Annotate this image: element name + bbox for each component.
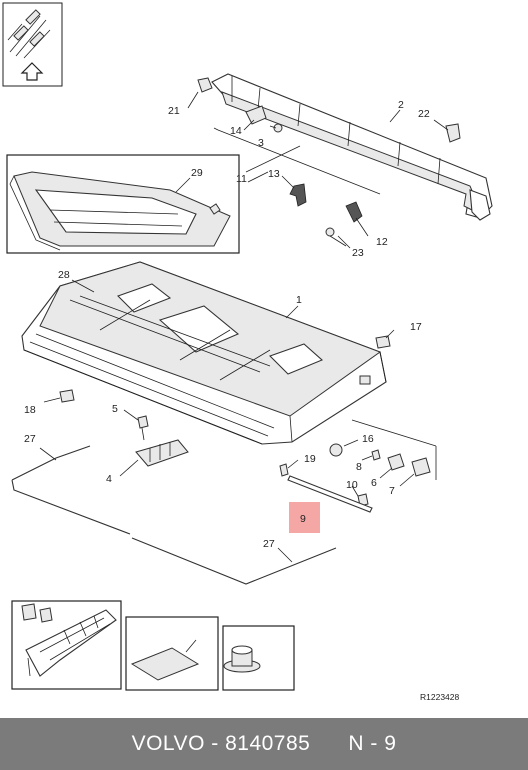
callout-11: 11 <box>236 173 247 185</box>
part-5-clip <box>123 409 149 441</box>
callout-27-b: 27 <box>263 538 275 550</box>
callout-13: 13 <box>268 168 280 180</box>
part-8-screw <box>361 449 381 461</box>
callout-6: 6 <box>371 477 377 489</box>
part-11-cable <box>213 127 381 195</box>
callout-21: 21 <box>168 105 180 117</box>
footer-part-number: 8140785 <box>225 732 311 755</box>
forward-arrow-icon <box>20 62 44 81</box>
callout-4: 4 <box>106 473 112 485</box>
parts-diagram: 29 <box>2 2 493 702</box>
part-6-cover <box>379 453 405 479</box>
part-17-clip <box>375 329 395 349</box>
part-22-clip <box>433 119 461 143</box>
part-9-strip <box>287 475 373 513</box>
part-21-clip <box>187 77 213 109</box>
callout-8: 8 <box>356 461 362 473</box>
part-18-clip <box>43 389 75 403</box>
callout-7: 7 <box>389 485 395 497</box>
part-23-screw <box>325 227 351 249</box>
footer-separator: - <box>211 732 219 755</box>
rail-assembly <box>211 73 493 221</box>
callout-18: 18 <box>24 404 36 416</box>
footer-position: N - 9 <box>348 732 397 755</box>
callout-10: 10 <box>346 479 358 491</box>
part-14-bracket <box>243 105 283 133</box>
part-19-screw <box>279 459 299 477</box>
callout-12: 12 <box>376 236 388 248</box>
highlight-part-9 <box>289 502 320 533</box>
footer-bar: VOLVO - 8140785 N - 9 <box>0 718 528 770</box>
callout-27-a: 27 <box>24 433 36 445</box>
callout-1: 1 <box>296 294 302 306</box>
main-panel <box>21 261 387 445</box>
callout-2: 2 <box>398 99 404 111</box>
callout-17: 17 <box>410 321 422 333</box>
callout-14: 14 <box>230 125 242 137</box>
callout-3: 3 <box>258 137 264 149</box>
part-13-bracket <box>281 175 307 207</box>
inset-part-29: 29 <box>6 154 240 254</box>
callout-5: 5 <box>112 403 118 415</box>
reference-code: R1223428 <box>420 692 460 702</box>
inset-part-20 <box>222 625 295 691</box>
part-16-nut <box>329 439 359 457</box>
callout-22: 22 <box>418 108 430 120</box>
callout-28: 28 <box>58 269 70 281</box>
callout-16: 16 <box>362 433 374 445</box>
vehicle-orientation-icon <box>7 9 51 59</box>
orientation-inset <box>2 2 63 87</box>
callout-29: 29 <box>191 167 203 179</box>
callout-9: 9 <box>300 513 306 525</box>
part-27-seal <box>11 445 337 585</box>
footer-brand: VOLVO <box>131 732 205 755</box>
inset-part-24 <box>125 616 219 691</box>
inset-parts-15-25-26 <box>11 600 122 690</box>
part-7-cover <box>399 457 431 487</box>
callout-23: 23 <box>352 247 364 259</box>
part-12-bracket <box>345 201 369 237</box>
callout-19: 19 <box>304 453 316 465</box>
part-4-housing <box>119 439 189 477</box>
